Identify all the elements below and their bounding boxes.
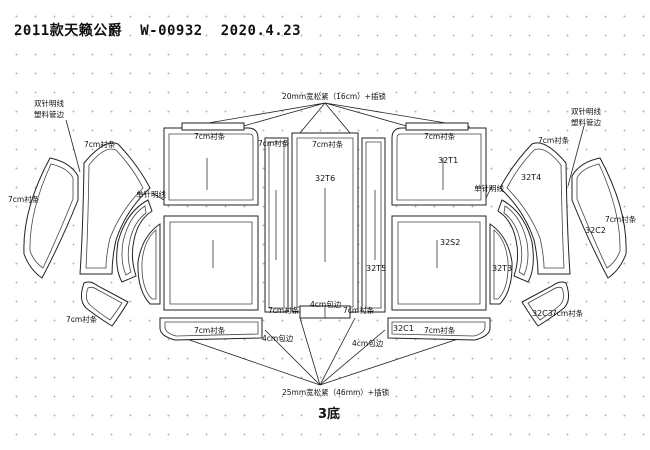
center-panel-32T6 (291, 132, 359, 313)
left-bottom-strip (159, 317, 263, 341)
lining-label-center: 7cm衬条 (312, 139, 344, 149)
lining-label-left-strip: 7cm衬条 (258, 138, 290, 148)
code-32T1: 32T1 (438, 156, 458, 165)
edging-label-right: 4cm包边 (352, 338, 384, 348)
code-32T3: 32T3 (492, 264, 512, 273)
left-center-strip (264, 137, 289, 313)
top-leader-lines (184, 102, 471, 134)
single-stitch-label-right: 单针明线 (474, 183, 504, 193)
lining-label-right-upper: 7cm衬条 (424, 131, 456, 141)
code-32C3: 32C3 (532, 309, 553, 318)
drawing-title: 2011款天籁公爵 W-00932 2020.4.23 (14, 20, 319, 40)
lining-label-left-side: 7cm衬条 (84, 139, 116, 149)
lining-label-center-left: 7cm衬条 (268, 305, 300, 315)
center-bottom-tab (299, 305, 351, 319)
right-side-panel-32T4 (499, 142, 571, 275)
top-elastic-note: 20mm宽松紧（16cm）+插锁 (282, 91, 386, 101)
right-lower-panel-32S2 (391, 215, 487, 311)
left-inner-arch (137, 223, 161, 305)
right-outer-wing-32C2 (571, 157, 627, 279)
right-inner-arch-32T3 (489, 223, 513, 305)
left-upper-panel (163, 122, 259, 206)
right-double-stitch-label: 双针明线 (571, 106, 601, 116)
lining-label-left-upper: 7cm衬条 (194, 131, 226, 141)
code-32T4: 32T4 (521, 173, 541, 182)
lining-label-center-right: 7cm衬条 (343, 305, 375, 315)
lining-label-left-bottom: 7cm衬条 (194, 325, 226, 335)
left-outer-wing (23, 157, 79, 279)
part-number: W-00932 (140, 23, 203, 39)
bottom-elastic-note: 25mm宽松紧（46mm）+插锁 (282, 387, 390, 397)
drawing-date: 2020.4.23 (220, 23, 302, 39)
right-plastic-edge-label: 塑料管边 (571, 117, 601, 127)
right-bottom-strip-32C1 (387, 317, 491, 341)
lining-label-left-wing: 7cm衬条 (8, 194, 40, 204)
code-32T5: 32T5 (366, 264, 386, 273)
left-wheel-arch-piece (116, 199, 153, 283)
lining-label-right-bottom: 7cm衬条 (424, 325, 456, 335)
left-plastic-edge-label: 塑料管边 (34, 109, 64, 119)
left-lower-panel (163, 215, 259, 311)
footer-label: 3底 (318, 406, 340, 422)
edging-label-left: 4cm包边 (262, 333, 294, 343)
side-leader-lines (65, 119, 585, 201)
lining-label-right-side: 7cm衬条 (538, 135, 570, 145)
right-upper-panel-32T1 (391, 122, 487, 206)
right-lower-flap-32C3 (521, 281, 570, 327)
code-32T6: 32T6 (315, 174, 335, 183)
edging-label-center: 4cm包边 (310, 299, 342, 309)
code-32C2: 32C2 (585, 226, 606, 235)
right-center-strip (361, 137, 386, 313)
lining-label-left-flap: 7cm衬条 (66, 314, 98, 324)
left-lower-flap (80, 281, 129, 327)
lining-label-right-wing: 7cm衬条 (605, 214, 637, 224)
single-stitch-label-left: 单针明线 (136, 189, 166, 199)
right-wheel-arch-piece (497, 199, 534, 283)
left-double-stitch-label: 双针明线 (34, 98, 64, 108)
code-32C1: 32C1 (393, 324, 414, 333)
code-32S2: 32S2 (440, 238, 460, 247)
bottom-leader-lines (174, 317, 471, 386)
lining-label-right-flap: 7cm衬条 (552, 308, 584, 318)
left-side-panel (79, 142, 151, 275)
model-name: 2011款天籁公爵 (14, 23, 123, 39)
